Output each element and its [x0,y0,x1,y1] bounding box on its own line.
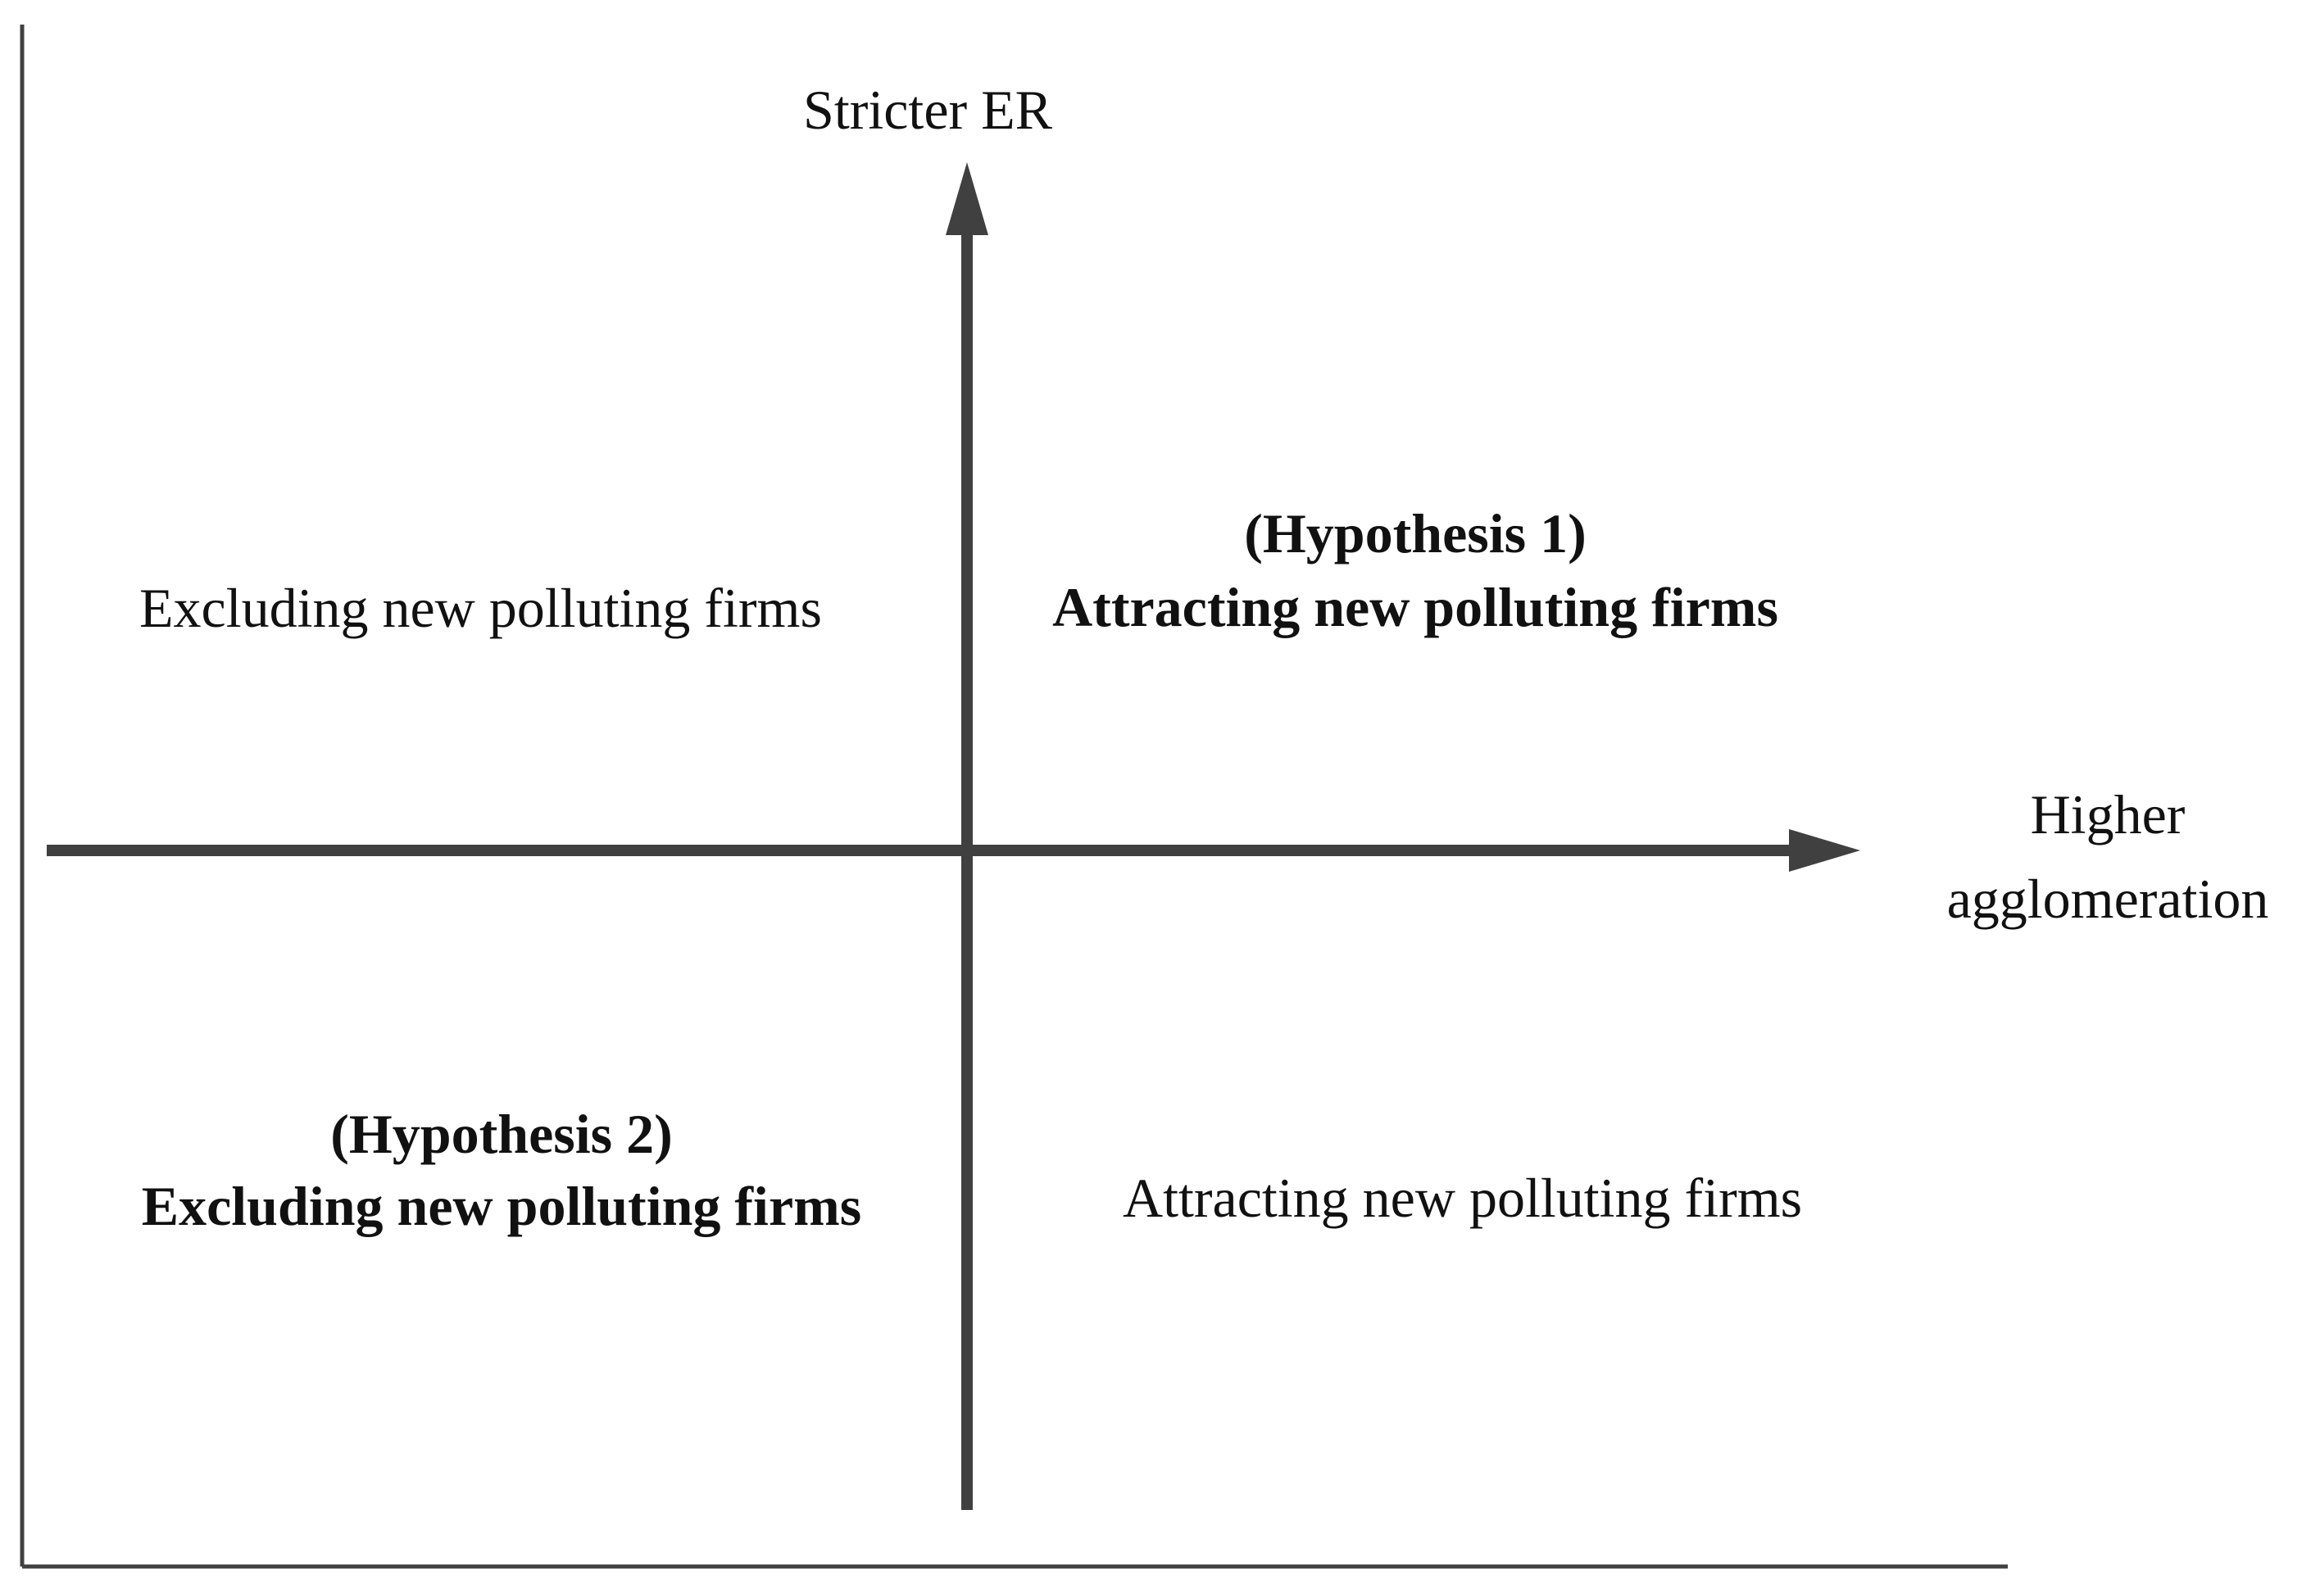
hypothesis-2-label: (Hypothesis 2) [330,1103,673,1165]
top-left-quadrant-text: Excluding new polluting firms [139,577,822,639]
bottom-left-quadrant-text: Excluding new polluting firms [141,1175,862,1237]
y-axis-arrowhead [946,162,988,235]
bottom-right-quadrant-text: Attracting new polluting firms [1123,1167,1803,1229]
x-axis-arrowhead [1789,829,1860,872]
x-axis-label-line2: agglomeration [1946,868,2269,930]
x-axis-label-line1: Higher [2030,783,2186,846]
top-right-quadrant-text: Attracting new polluting firms [1052,576,1778,638]
hypothesis-1-label: (Hypothesis 1) [1244,502,1587,564]
y-axis-label: Stricter ER [803,79,1053,141]
